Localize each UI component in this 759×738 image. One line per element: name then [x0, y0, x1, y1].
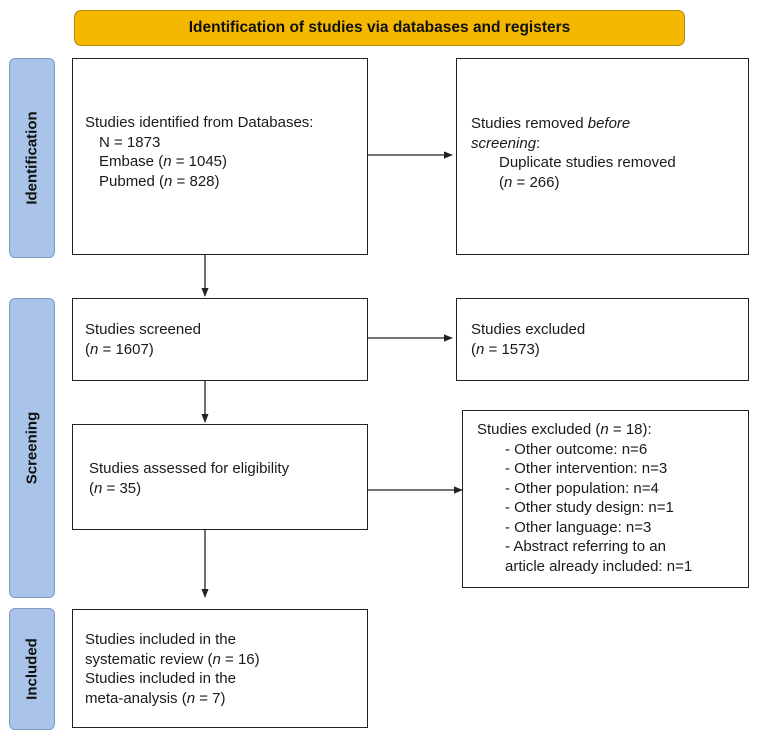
removed-line1: Studies removed before [471, 115, 631, 132]
eligibility-count: (n = 35) [89, 479, 142, 497]
reason-item: - Abstract referring to an [505, 538, 666, 555]
box-studies-eligibility: Studies assessed for eligibility (n = 35… [72, 424, 368, 530]
excluded-label: Studies excluded [471, 321, 586, 338]
identification-header: Identification of studies via databases … [74, 10, 685, 46]
box-studies-included: Studies included in the systematic revie… [72, 609, 368, 728]
box-studies-removed: Studies removed before screening: Duplic… [456, 58, 749, 255]
reason-item: - Other population: n=4 [505, 479, 659, 497]
removed-count: (n = 266) [499, 173, 560, 191]
stage-screening: Screening [9, 298, 55, 598]
box-studies-excluded: Studies excluded (n = 1573) [456, 298, 749, 381]
stage-identification: Identification [9, 58, 55, 258]
identified-total: N = 1873 [99, 133, 161, 151]
eligibility-label: Studies assessed for eligibility [89, 460, 290, 477]
identified-pubmed: Pubmed (n = 828) [99, 172, 220, 190]
reason-item: - Other intervention: n=3 [505, 460, 668, 477]
included-line2: systematic review (n = 16) [85, 650, 260, 668]
box-studies-screened: Studies screened (n = 1607) [72, 298, 368, 381]
stage-included: Included [9, 608, 55, 730]
reason-item: - Other study design: n=1 [505, 499, 674, 516]
box-studies-excluded-reasons: Studies excluded (n = 18): - Other outco… [462, 410, 749, 588]
reason-item: - Other outcome: n=6 [505, 440, 648, 458]
removed-duplicates: Duplicate studies removed [499, 154, 676, 171]
box-studies-identified: Studies identified from Databases: N = 1… [72, 58, 368, 255]
excluded-reasons-title: Studies excluded (n = 18): [477, 421, 652, 438]
header-title: Identification of studies via databases … [188, 19, 571, 36]
reason-continuation: article already included: n=1 [505, 557, 693, 575]
screened-label: Studies screened [85, 321, 201, 338]
included-line4: meta-analysis (n = 7) [85, 689, 226, 707]
removed-line2: screening: [471, 134, 541, 152]
identified-embase: Embase (n = 1045) [99, 153, 228, 170]
included-line3: Studies included in the [85, 670, 236, 687]
identified-line1: Studies identified from Databases: [85, 114, 314, 131]
excluded-count: (n = 1573) [471, 340, 540, 358]
included-line1: Studies included in the [85, 631, 236, 648]
screened-count: (n = 1607) [85, 340, 154, 358]
reason-item: - Other language: n=3 [505, 518, 652, 536]
